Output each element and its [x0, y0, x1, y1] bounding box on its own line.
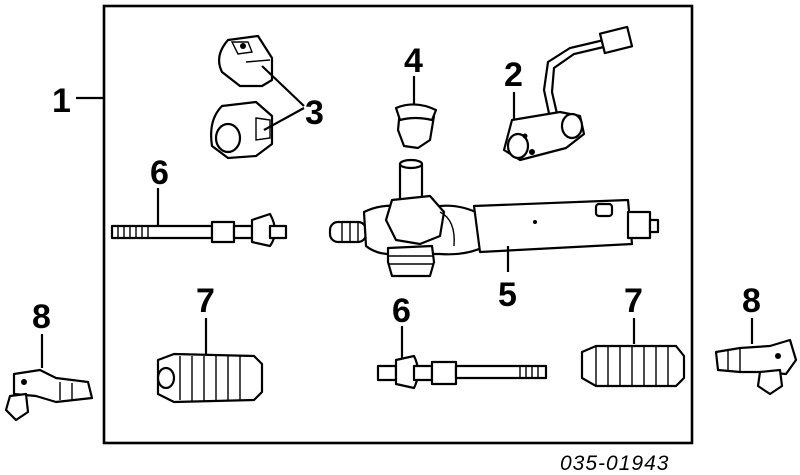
- part-5-rack-housing: [328, 158, 660, 278]
- assembly-frame: [102, 4, 694, 445]
- callout-1-label: 1: [52, 82, 71, 120]
- callout-3-label: 3: [305, 94, 324, 132]
- callout-6-lower: 6: [392, 292, 411, 360]
- part-3-upper-bushing: [217, 34, 274, 88]
- part-8-tie-rod-end-left: [4, 368, 94, 422]
- callout-5: 5: [498, 246, 517, 314]
- part-2-control-valve: [502, 25, 634, 162]
- part-3-lower-bushing: [210, 100, 274, 160]
- part-7-boot-left: [156, 352, 264, 404]
- part-7-boot-right: [580, 344, 686, 388]
- callout-3-leader-lower: [263, 107, 305, 131]
- part-6-tie-rod-left: [110, 212, 288, 248]
- callout-1: 1: [52, 82, 104, 120]
- part-8-tie-rod-end-right: [714, 338, 798, 396]
- part-4-nut: [394, 103, 438, 150]
- callout-6-lower-label: 6: [392, 292, 411, 330]
- callout-7-left: 7: [196, 282, 215, 354]
- callout-8-right: 8: [742, 282, 761, 344]
- callout-6-upper: 6: [150, 154, 169, 226]
- callout-7-right-label: 7: [624, 282, 643, 320]
- callout-8-left: 8: [32, 298, 51, 368]
- part-6-tie-rod-right: [376, 354, 548, 390]
- callout-3: 3: [261, 65, 324, 132]
- callout-5-label: 5: [498, 276, 517, 314]
- callout-6-upper-label: 6: [150, 154, 169, 192]
- callout-7-right: 7: [624, 282, 643, 344]
- callout-8-left-label: 8: [32, 298, 51, 336]
- callout-7-left-label: 7: [196, 282, 215, 320]
- callout-4-label: 4: [404, 42, 423, 80]
- callout-3-leader-upper: [261, 65, 305, 107]
- callout-2: 2: [504, 56, 523, 124]
- callout-4: 4: [404, 42, 423, 104]
- drawing-code: 035-01943: [560, 452, 669, 475]
- callout-8-right-label: 8: [742, 282, 761, 320]
- callout-2-label: 2: [504, 56, 523, 94]
